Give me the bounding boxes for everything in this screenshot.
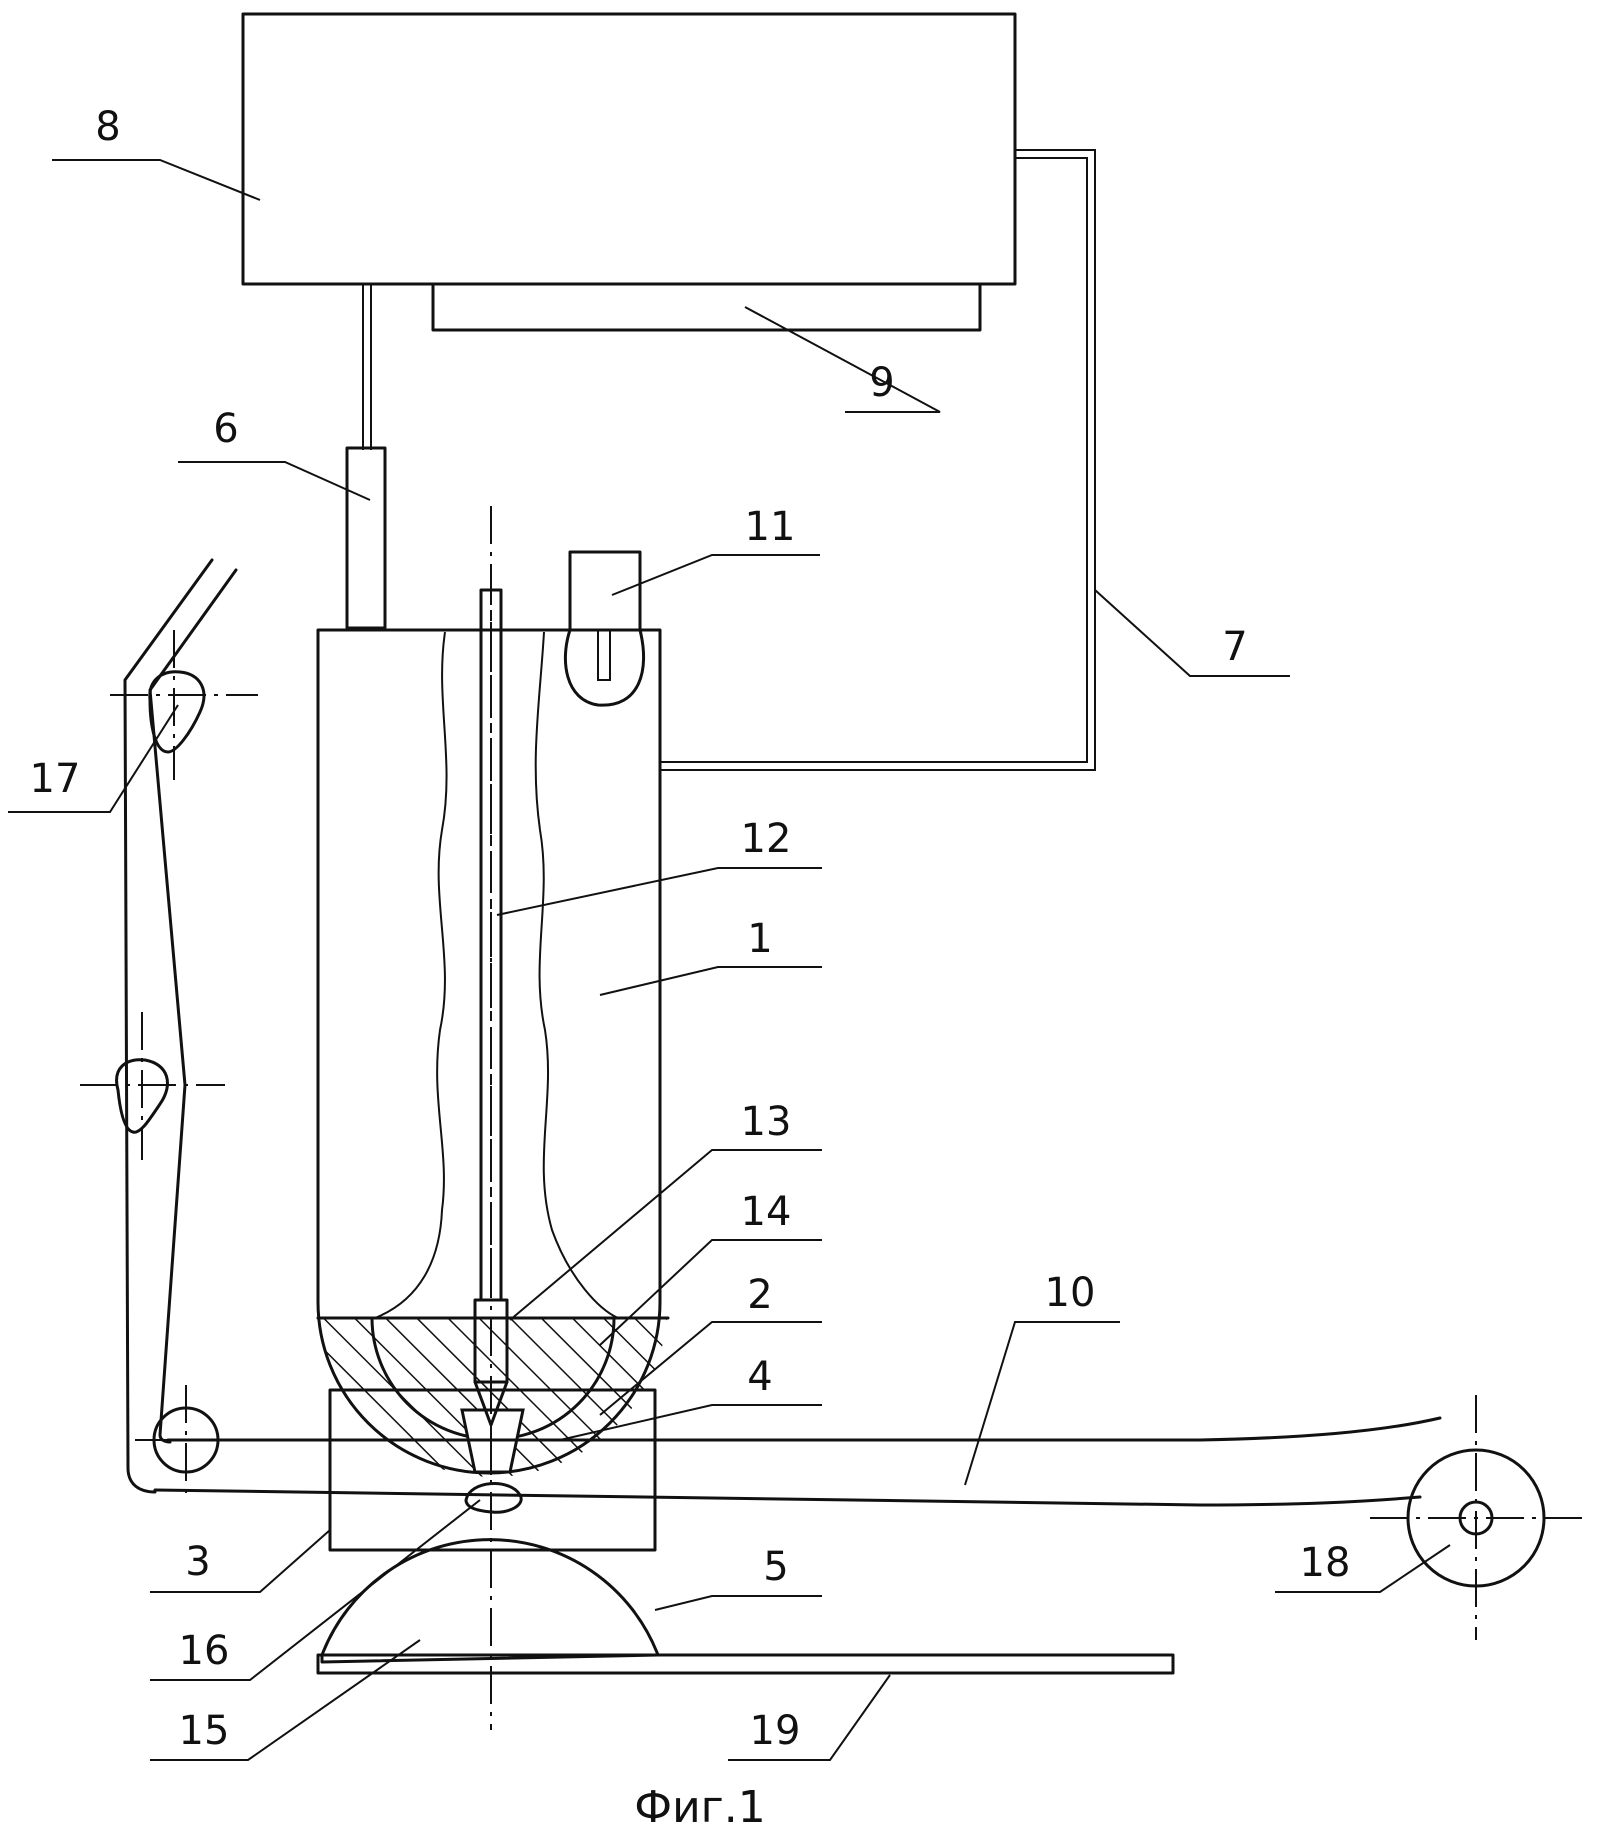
cable-7 (660, 150, 1095, 770)
callout-19: 19 (750, 1708, 801, 1754)
cavity-left (375, 632, 447, 1318)
actuator-6 (347, 448, 385, 628)
callout-10: 10 (1045, 1270, 1096, 1316)
weld-spot-16 (466, 1484, 521, 1513)
sensor-cup (565, 630, 643, 705)
callout-13: 13 (741, 1099, 792, 1145)
cable-7-inner (660, 158, 1087, 762)
tape-left-loop (125, 560, 212, 1492)
control-unit-8 (243, 14, 1015, 284)
callout-7: 7 (1222, 624, 1247, 670)
callout-12: 12 (741, 816, 792, 862)
tape-10-top (168, 1418, 1440, 1440)
callout-4: 4 (747, 1354, 772, 1400)
leader-lines (8, 160, 1450, 1760)
callout-1: 1 (747, 916, 772, 962)
sensor-11 (570, 552, 640, 630)
callout-17: 17 (30, 756, 81, 802)
panel-9 (433, 284, 980, 330)
callout-18: 18 (1300, 1540, 1351, 1586)
callout-8: 8 (95, 104, 120, 150)
callout-16: 16 (179, 1628, 230, 1674)
callout-15: 15 (179, 1708, 230, 1754)
callout-9: 9 (869, 360, 894, 406)
cavity-right (536, 632, 618, 1318)
tape-10-bottom (155, 1490, 1420, 1505)
callout-3: 3 (185, 1539, 210, 1585)
callout-11: 11 (745, 504, 796, 550)
roller-17 (150, 672, 204, 752)
callout-2: 2 (747, 1272, 772, 1318)
callout-6: 6 (213, 406, 238, 452)
callout-14: 14 (741, 1189, 792, 1235)
figure-caption: Фиг.1 (634, 1782, 766, 1833)
base-plate-19 (318, 1655, 1173, 1673)
tape-left-inner (150, 570, 236, 1442)
callout-5: 5 (763, 1544, 788, 1590)
sensor-pin (598, 630, 610, 680)
